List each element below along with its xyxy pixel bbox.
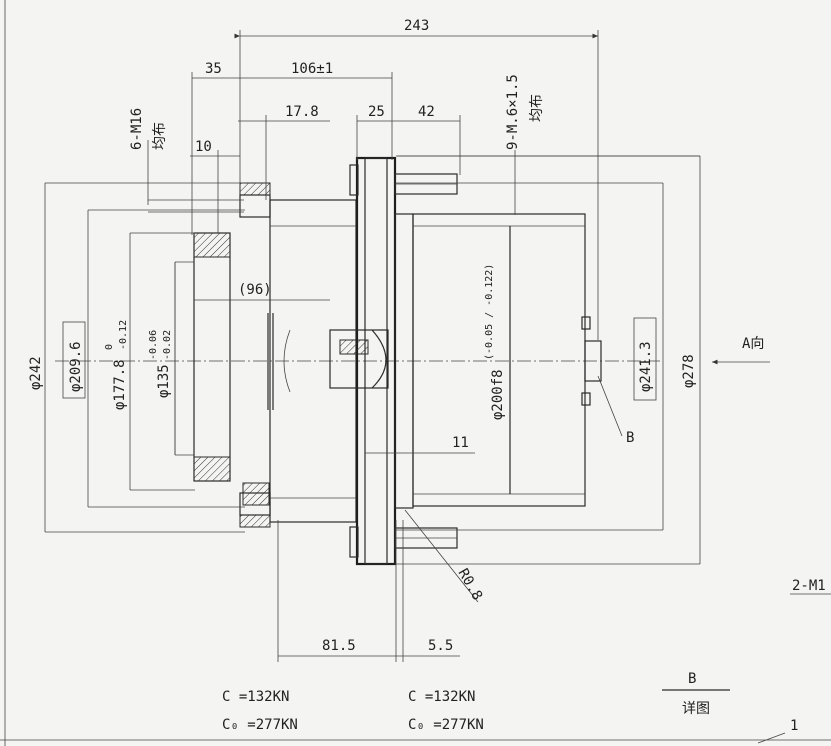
dia-209-label: φ209.6 <box>68 341 84 392</box>
dia-278-label: φ278 <box>681 354 697 388</box>
dim-11: 11 <box>452 435 469 451</box>
load-c-2: C =132KN <box>408 689 475 705</box>
dim-25: 25 <box>368 104 385 120</box>
dim-106: 106±1 <box>291 61 333 77</box>
dim-35: 35 <box>205 61 222 77</box>
bolt-spec-label: 6-M16 <box>129 108 145 150</box>
radius-label: R0.8 <box>455 566 486 603</box>
detail-caption: 详图 <box>682 701 710 717</box>
detail-b-caption: B 详图 1 <box>682 671 798 734</box>
dim-17-8: 17.8 <box>285 104 319 120</box>
load-ratings: C =132KN C₀ =277KN C =132KN C₀ =277KN <box>222 689 484 733</box>
dim-5-5: 5.5 <box>428 638 453 654</box>
part-outline <box>174 156 602 566</box>
dia-135-label: φ135 <box>156 364 172 398</box>
hole-spec-label: 9-M.6×1.5 <box>505 74 521 150</box>
dia-200-tol-label: (-0.05 / -0.122) <box>484 264 495 360</box>
bolt-pattern-label: 均布 <box>152 122 168 150</box>
dia-200-label: φ200f8 <box>490 369 506 420</box>
load-c0-2: C₀ =277KN <box>408 717 484 733</box>
corner-mark: 1 <box>790 718 798 734</box>
dia-177-tol-lower: -0.12 <box>118 320 129 350</box>
dim-81-5: 81.5 <box>322 638 356 654</box>
dim-243: 243 <box>404 18 429 34</box>
hole-pattern-label: 均布 <box>529 94 545 122</box>
dia-135-tol-lower: -0.02 <box>162 330 173 360</box>
dia-135-tol-upper: -0.06 <box>148 330 159 360</box>
dia-177-tol-upper: 0 <box>104 344 115 350</box>
detail-label: B <box>688 671 696 687</box>
load-c0-1: C₀ =277KN <box>222 717 298 733</box>
ref-96-label: (96) <box>238 282 272 298</box>
load-c-1: C =132KN <box>222 689 289 705</box>
dia-242-label: φ242 <box>28 356 44 390</box>
dia-177-label: φ177.8 <box>112 359 128 410</box>
dimension-lines <box>44 30 831 744</box>
dia-241-label: φ241.3 <box>638 341 654 392</box>
view-a-label: A向 <box>742 336 764 352</box>
dim-42: 42 <box>418 104 435 120</box>
detail-b-ref: B <box>626 430 634 446</box>
dimension-labels: 243 35 106±1 17.8 25 42 10 6-M16 均布 9-M.… <box>28 18 826 654</box>
dim-10: 10 <box>195 139 212 155</box>
side-note: 2-M1 <box>792 578 826 594</box>
